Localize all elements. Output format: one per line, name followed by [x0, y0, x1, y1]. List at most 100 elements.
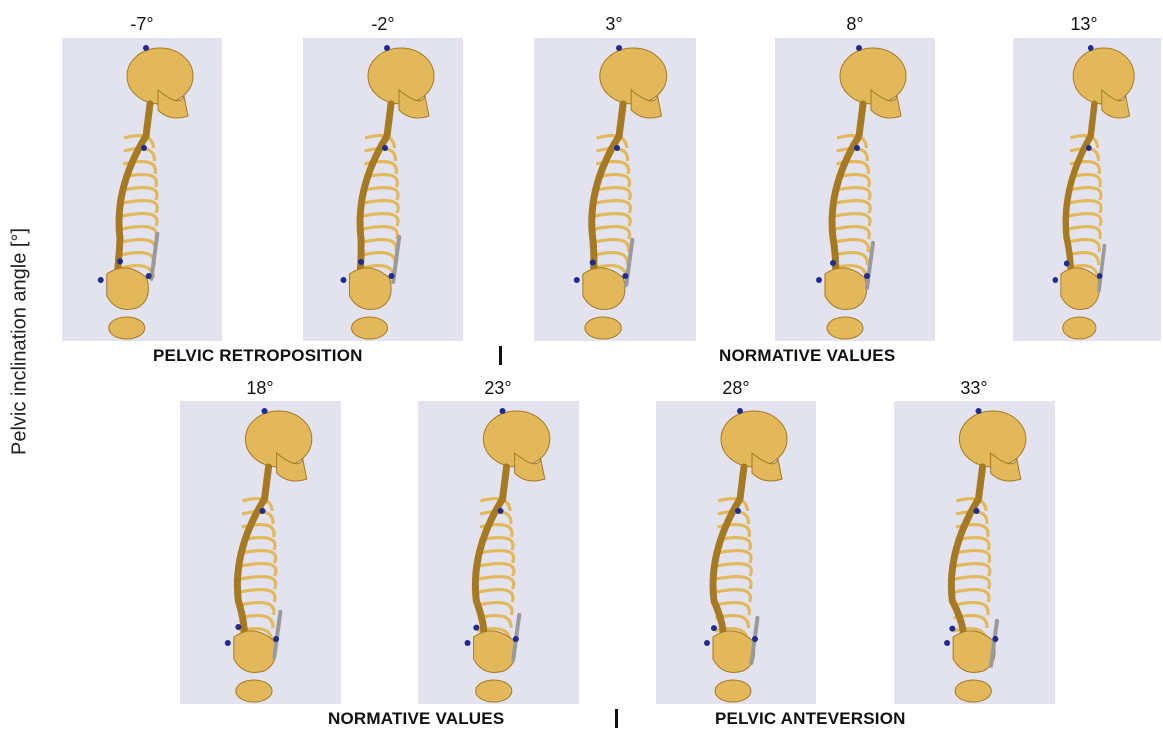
- marker-dot: [992, 636, 998, 642]
- marker-dot: [500, 408, 506, 414]
- marker-dot: [465, 640, 471, 646]
- cervical-spine: [979, 467, 983, 499]
- rib: [716, 577, 751, 589]
- marker-dot: [382, 145, 388, 151]
- caption-separator: [615, 709, 618, 728]
- cervical-spine: [387, 104, 391, 136]
- spine: [360, 136, 388, 278]
- skeleton-figure: [894, 401, 1055, 704]
- marker-dot: [1088, 45, 1094, 51]
- rib: [362, 253, 395, 265]
- rib: [479, 551, 513, 563]
- angle-label: 13°: [1004, 14, 1163, 35]
- rib: [1068, 227, 1100, 239]
- y-axis-label: Pelvic inclination angle [°]: [9, 182, 32, 502]
- skeleton-figure: [180, 401, 341, 704]
- rib: [594, 253, 628, 265]
- rib: [595, 227, 630, 239]
- marker-dot: [944, 640, 950, 646]
- rib: [1069, 201, 1101, 213]
- skeleton-panel: [303, 38, 463, 341]
- rib: [954, 590, 989, 602]
- rib: [123, 188, 157, 200]
- angle-label: 28°: [656, 378, 816, 399]
- ribcage: [594, 136, 631, 278]
- pelvis: [583, 268, 625, 310]
- skeleton-panel: [418, 401, 579, 704]
- marker-dot: [225, 640, 231, 646]
- marker-dot: [146, 273, 152, 279]
- cervical-spine: [503, 467, 507, 499]
- rib: [122, 240, 156, 252]
- marker-dot: [737, 408, 743, 414]
- spine: [475, 499, 502, 641]
- pelvis: [350, 268, 392, 310]
- abdominal-marker-plate: [1099, 246, 1105, 291]
- marker-dot: [1086, 145, 1092, 151]
- femur-head: [585, 317, 621, 339]
- rib: [478, 590, 513, 602]
- skeleton-figure: [303, 38, 463, 341]
- cervical-spine: [740, 467, 744, 499]
- ribcage: [121, 136, 157, 278]
- marker-dot: [262, 408, 268, 414]
- caption-normative-values: NORMATIVE VALUES: [328, 709, 504, 729]
- rib: [121, 253, 154, 265]
- rib: [479, 577, 514, 589]
- cervical-spine: [265, 467, 269, 499]
- marker-dot: [816, 277, 822, 283]
- ribcage: [834, 136, 870, 278]
- femur-head: [827, 317, 863, 339]
- rib: [122, 214, 157, 226]
- caption-pelvic-anteversion: PELVIC ANTEVERSION: [715, 709, 906, 729]
- rib: [834, 253, 867, 265]
- skeleton-figure: [62, 38, 222, 341]
- skeleton-figure: [418, 401, 579, 704]
- skeleton-figure: [656, 401, 816, 704]
- rib: [717, 551, 751, 563]
- marker-dot: [854, 145, 860, 151]
- marker-dot: [590, 259, 596, 265]
- marker-dot: [497, 508, 503, 514]
- rib: [241, 551, 275, 563]
- rib: [363, 214, 398, 226]
- femur-head: [236, 680, 272, 702]
- rib: [240, 590, 275, 602]
- pelvis: [1061, 268, 1100, 310]
- marker-dot: [1097, 273, 1103, 279]
- marker-dot: [235, 624, 241, 630]
- cervical-spine: [619, 104, 623, 136]
- pelvis: [107, 268, 149, 310]
- marker-dot: [389, 273, 395, 279]
- caption-separator: [499, 346, 502, 365]
- pelvis: [953, 631, 995, 673]
- rib: [363, 240, 397, 252]
- angle-label: 23°: [418, 378, 578, 399]
- rib: [122, 227, 156, 239]
- rib: [363, 227, 397, 239]
- marker-dot: [259, 508, 265, 514]
- skeleton-figure: [534, 38, 696, 341]
- rib: [836, 201, 871, 213]
- rib: [364, 188, 398, 200]
- rib: [835, 214, 870, 226]
- cervical-spine: [859, 104, 863, 136]
- skeleton-panel: [534, 38, 696, 341]
- cervical-spine: [146, 104, 150, 136]
- rib: [594, 240, 628, 252]
- skeleton-figure: [1013, 38, 1161, 341]
- marker-dot: [614, 145, 620, 151]
- ribcage: [362, 136, 398, 278]
- rib: [955, 564, 990, 576]
- rib: [1069, 214, 1101, 226]
- spine: [237, 499, 264, 641]
- marker-dot: [1064, 261, 1070, 267]
- pelvis: [234, 631, 276, 673]
- marker-dot: [384, 45, 390, 51]
- skeleton-panel: [62, 38, 222, 341]
- marker-dot: [622, 273, 628, 279]
- marker-dot: [704, 640, 710, 646]
- spine: [951, 499, 978, 641]
- rib: [1068, 240, 1099, 252]
- skeleton-panel: [180, 401, 341, 704]
